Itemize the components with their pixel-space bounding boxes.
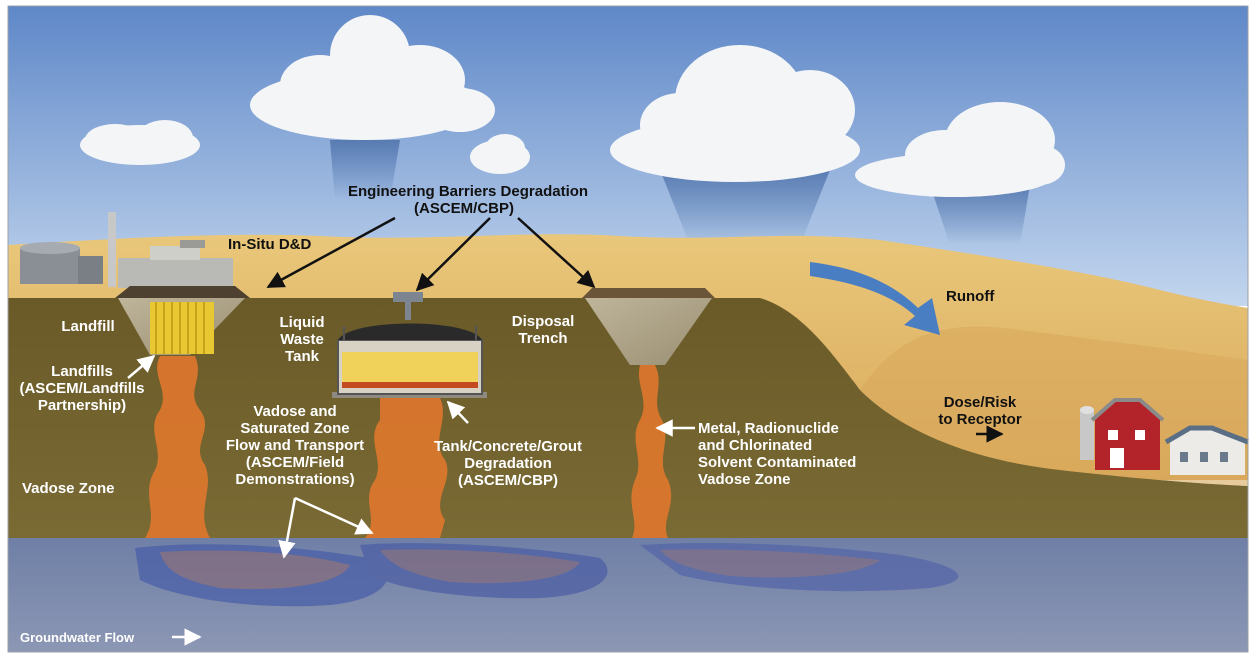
vadose-line: Saturated Zone <box>240 420 350 437</box>
metal-line: Vadose Zone <box>698 471 791 488</box>
disposal-line: Disposal <box>511 313 575 330</box>
groundwater-flow-label: Groundwater Flow <box>20 630 135 645</box>
clouds <box>80 15 1065 197</box>
tank-degradation-label: Tank/Concrete/Grout Degradation (ASCEM/C… <box>424 438 592 489</box>
rain <box>330 140 1030 245</box>
tank-line: (ASCEM/CBP) <box>458 472 558 489</box>
cloud <box>610 45 860 182</box>
title-line: (ASCEM/CBP) <box>414 200 514 217</box>
cloud <box>470 134 530 174</box>
lwt-line: Tank <box>285 348 319 365</box>
vadose-zone-label: Vadose Zone <box>22 480 115 497</box>
landfills-line: Partnership) <box>37 397 127 414</box>
metal-contaminated-label: Metal, Radionuclide and Chlorinated Solv… <box>698 420 856 488</box>
disposal-trench <box>582 288 715 365</box>
vadose-line: Vadose and <box>253 403 337 420</box>
dose-risk-label: Dose/Risk to Receptor <box>926 394 1034 428</box>
metal-line: and Chlorinated <box>698 437 813 454</box>
runoff-label: Runoff <box>946 288 995 305</box>
cloud <box>855 102 1065 197</box>
insitu-label: In-Situ D&D <box>228 236 312 253</box>
landfills-line: (ASCEM/Landfills <box>19 380 145 397</box>
landfills-label: Landfills (ASCEM/Landfills Partnership) <box>12 363 152 414</box>
landfills-line: Landfills <box>51 363 113 380</box>
dose-line: to Receptor <box>938 411 1022 428</box>
landfill-label: Landfill <box>61 318 115 335</box>
vadose-transport-label: Vadose and Saturated Zone Flow and Trans… <box>218 403 372 488</box>
tank-line: Tank/Concrete/Grout <box>433 438 583 455</box>
dose-line: Dose/Risk <box>943 394 1017 411</box>
vadose-line: Flow and Transport <box>225 437 365 454</box>
tank-line: Degradation <box>464 455 552 472</box>
cloud <box>250 15 495 140</box>
farm-receptor <box>1080 398 1249 475</box>
vadose-plumes <box>145 356 672 538</box>
metal-line: Metal, Radionuclide <box>698 420 839 437</box>
vadose-zone-soil <box>8 298 1248 540</box>
frame <box>7 5 1249 653</box>
lwt-line: Waste <box>280 331 324 348</box>
in-situ-facility <box>20 212 233 288</box>
title-label: Engineering Barriers Degradation (ASCEM/… <box>348 183 589 217</box>
liquid-waste-tank-label: Liquid Waste Tank <box>270 314 334 365</box>
contaminant-plume-water <box>135 543 959 607</box>
metal-line: Solvent Contaminated <box>698 454 857 471</box>
lwt-line: Liquid <box>279 314 325 331</box>
title-arrows <box>266 216 1004 443</box>
vadose-line: (ASCEM/Field <box>245 454 345 471</box>
vadose-line: Demonstrations) <box>235 471 355 488</box>
landfill <box>115 286 250 355</box>
disposal-line: Trench <box>518 330 568 347</box>
white-arrows <box>127 354 695 646</box>
cloud <box>80 120 200 165</box>
disposal-trench-label: Disposal Trench <box>498 313 588 347</box>
runoff-arrow <box>810 262 940 335</box>
title-line: Engineering Barriers Degradation <box>348 183 589 200</box>
liquid-waste-tank <box>332 292 487 398</box>
